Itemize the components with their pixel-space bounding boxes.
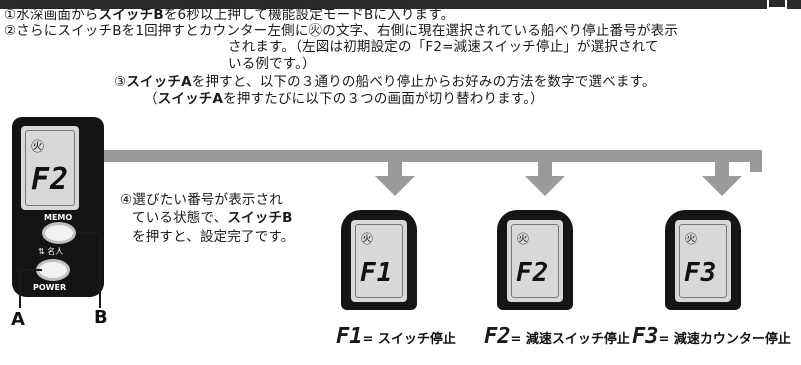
screen-1-lcd: ㊋ F1 [351,220,407,302]
legend-item-2: F2= 減速スイッチ停止 [484,324,630,349]
screen-unit-3: ㊋ F3 [665,210,741,310]
instruction-line-2: ②さらにスイッチBを1回押すとカウンター左側に㊋の文字、右側に現在選択されている… [4,23,679,39]
arrow-3-head [702,176,742,196]
legend-code-1: F1 [336,324,363,349]
arrow-1-head [375,176,415,196]
arrow-2-head [525,176,565,196]
instruction-line-3: されます。（左図は初期設定の「F2=減速スイッチ停止」が選択されて [228,39,659,55]
legend-text-1: = スイッチ停止 [362,332,456,347]
screen-3-lcd: ㊋ F3 [675,220,731,302]
lcd-symbol: ㊋ [31,140,45,155]
screen-unit-2: ㊋ F2 [497,210,573,310]
instruction-line-6: （スイッチAを押すたびに以下の３つの画面が切り替わります。） [144,91,544,107]
arrow-2-stem [538,160,552,176]
lcd-value: F2 [31,162,70,197]
device-lcd: ㊋ F2 [21,126,79,210]
memo-button-b[interactable] [42,222,76,244]
legend-code-2: F2 [484,324,511,349]
screen-2-value: F2 [516,258,550,288]
leader-lines [19,232,101,308]
instruction-line-5: ③スイッチAを押すと、以下の３通りの船べり停止からお好みの方法を数字で選べます。 [114,74,656,90]
instruction-line-1: ①水深画面からスイッチBを6秒以上押して機能設定モードBに入ります。 [4,7,455,23]
legend-text-2: = 減速スイッチ停止 [510,332,630,347]
leader-b [76,232,101,308]
flow-bar-end [750,150,762,172]
header-icon [767,0,787,9]
flow-bar [98,150,762,162]
flow-arrows [375,160,742,196]
screen-2-symbol: ㊋ [517,232,530,246]
legend-text-3: = 減速カウンター停止 [658,332,791,347]
step4-line-3: を押すと、設定完了です。 [132,229,295,245]
power-label: POWER [33,283,67,292]
screen-unit-1: ㊋ F1 [341,210,417,310]
step4-line-2: ている状態で、スイッチB [132,210,293,226]
step4-line-1: ④選びたい番号が表示され [120,192,284,208]
memo-label: MEMO [44,213,73,222]
instruction-line-4: いる例です。） [228,56,316,72]
screen-3-value: F3 [684,258,718,288]
legend-item-3: F3= 減速カウンター停止 [632,324,801,349]
label-b: B [94,307,108,328]
arrow-1-stem [388,160,402,176]
leader-a [19,269,42,308]
legend-code-3: F3 [632,324,659,349]
header-bar [0,0,801,9]
name-label: ⇅ 名人 [38,247,64,256]
screen-3-symbol: ㊋ [685,232,698,246]
screen-1-symbol: ㊋ [361,232,374,246]
arrow-3-stem [715,160,729,176]
legend-item-1: F1= スイッチ停止 [336,324,456,349]
screen-1-value: F1 [360,258,394,288]
label-a: A [11,309,25,330]
screen-2-lcd: ㊋ F2 [507,220,563,302]
